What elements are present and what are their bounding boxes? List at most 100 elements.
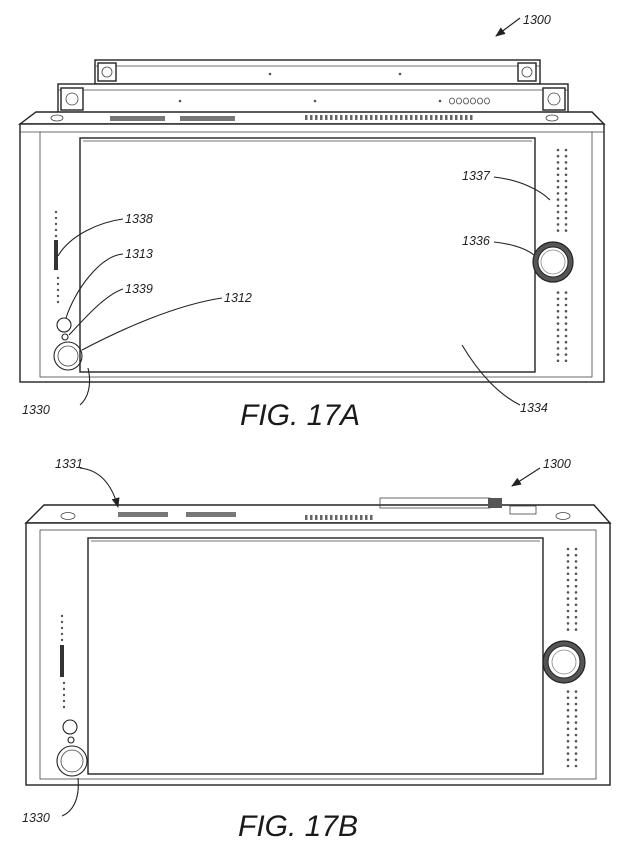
- indicator-dot: [60, 614, 64, 618]
- small-button[interactable]: [56, 317, 72, 333]
- vent-slot: [440, 115, 443, 120]
- indicator-dot: [56, 282, 60, 286]
- grille-dot: [566, 597, 570, 600]
- vent-slot: [395, 115, 398, 120]
- indicator-dot: [54, 210, 58, 214]
- power-button[interactable]: [53, 341, 83, 371]
- grille-dot: [574, 584, 578, 588]
- grille-dot: [564, 161, 568, 164]
- grille-dot: [566, 584, 570, 588]
- indicator-dot: [62, 705, 66, 709]
- indicator-dot: [54, 234, 58, 238]
- grille-dot: [556, 353, 560, 356]
- vent-slot: [375, 115, 378, 120]
- vent-slot: [310, 115, 313, 120]
- grille-dot: [556, 167, 560, 170]
- vent-slot: [385, 115, 388, 120]
- grille-dot: [574, 615, 578, 619]
- grille-dot: [564, 340, 568, 344]
- grille-dot: [566, 547, 570, 551]
- grille-dot: [566, 721, 570, 724]
- vent-slot: [370, 115, 373, 120]
- grille-dot: [556, 148, 560, 152]
- vent-slot: [430, 115, 433, 120]
- grille-dot: [574, 746, 578, 749]
- label-1334: 1334: [520, 401, 548, 415]
- vent-slot: [450, 115, 453, 120]
- grille-dot: [556, 204, 560, 208]
- grille-dot: [574, 622, 578, 625]
- grille-dot: [556, 173, 560, 177]
- power-button-b[interactable]: [56, 745, 88, 777]
- indicator-dot: [62, 699, 66, 703]
- grille-dot: [564, 322, 568, 325]
- grille-dot: [564, 173, 568, 177]
- grille-dot: [566, 609, 570, 613]
- indicator-bar: [54, 240, 58, 270]
- grille-dot: [556, 229, 560, 232]
- caption-fig-17b: FIG. 17B: [238, 810, 358, 843]
- grille-dot: [566, 578, 570, 582]
- grille-dot: [566, 733, 570, 737]
- indicator-dot: [54, 222, 58, 226]
- vent-slot: [315, 515, 318, 520]
- grille-dot: [566, 764, 570, 768]
- vent-slot: [380, 115, 383, 120]
- vent-slot: [355, 115, 358, 120]
- grille-dot: [574, 727, 578, 731]
- grille-dot: [556, 223, 560, 226]
- status-led-b: [67, 736, 75, 744]
- display-screen: [79, 137, 536, 373]
- label-1339: 1339: [125, 282, 153, 296]
- vent-slot: [325, 115, 328, 120]
- grille-dot: [574, 560, 578, 563]
- vent-slot: [420, 115, 423, 120]
- grille-dot: [564, 179, 568, 183]
- grille-dot: [564, 223, 568, 226]
- status-led: [61, 333, 69, 341]
- label-1330-a: 1330: [22, 403, 50, 417]
- vent-slot: [330, 515, 333, 520]
- grille-dot: [566, 690, 570, 693]
- indicator-dot: [60, 638, 64, 642]
- grille-dot: [574, 566, 578, 569]
- grille-dot: [564, 303, 568, 307]
- grille-dot: [564, 347, 568, 350]
- vent-slot: [325, 515, 328, 520]
- vent-slot: [455, 115, 458, 120]
- vent-slot: [365, 515, 368, 520]
- vent-slot: [305, 515, 308, 520]
- grille-dot: [564, 198, 568, 201]
- grille-dot: [566, 752, 570, 755]
- grille-dot: [564, 154, 568, 158]
- right-controls: [532, 148, 574, 363]
- grille-dot: [566, 553, 570, 557]
- indicator-dot: [60, 632, 64, 636]
- label-1300-a: 1300: [523, 13, 551, 27]
- label-1300-b: 1300: [543, 457, 571, 471]
- grille-dot: [574, 752, 578, 755]
- label-1337: 1337: [462, 169, 491, 183]
- rear-rail-upper: [94, 59, 541, 85]
- grille-dot: [566, 628, 570, 631]
- vent-slot: [410, 115, 413, 120]
- reference-labels-a: 1300 1338 1313 1339 1312 1337 1336 1330 …: [22, 13, 551, 417]
- indicator-dot: [56, 276, 60, 280]
- grille-dot: [564, 297, 568, 301]
- figure-17b: 1331 1300 1330 FIG. 17B: [22, 457, 612, 843]
- label-1336: 1336: [462, 234, 490, 248]
- grille-dot: [564, 167, 568, 170]
- grille-dot: [556, 185, 560, 189]
- grille-dot: [574, 578, 578, 582]
- grille-dot: [566, 615, 570, 619]
- rail-slot: [477, 97, 483, 105]
- indicator-dot: [60, 620, 64, 624]
- grille-dot: [556, 347, 560, 350]
- small-button-b[interactable]: [62, 719, 78, 735]
- grille-dot: [574, 609, 578, 613]
- left-controls-b: [56, 614, 88, 777]
- grille-dot: [574, 591, 578, 594]
- vent-slot: [460, 115, 463, 120]
- grille-dot: [566, 758, 570, 762]
